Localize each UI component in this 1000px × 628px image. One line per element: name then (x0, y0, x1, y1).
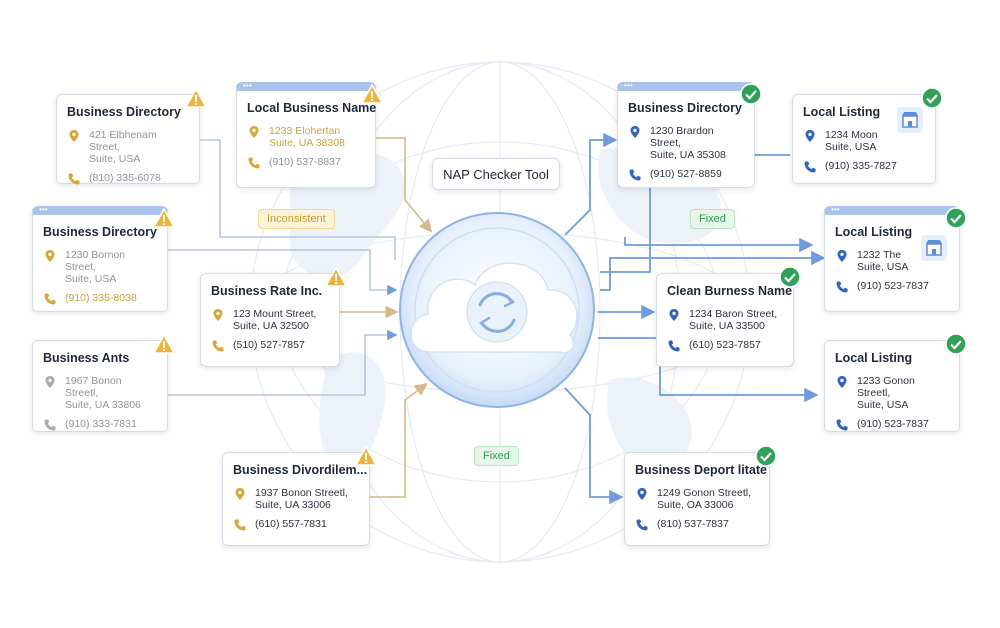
check-icon (945, 333, 967, 355)
inconsistent-listing-card-1[interactable]: Business Directory 421 Elbhenam Street, … (56, 87, 207, 185)
listing-phone: (910) 335-8038 (65, 292, 137, 304)
phone-icon (804, 161, 816, 173)
listing-address: 123 Mount Street, Suite, UA 32500 (233, 308, 317, 332)
check-icon (945, 207, 967, 229)
listing-phone: (910) 523-7837 (857, 418, 929, 430)
listing-phone: (910) 523-7837 (857, 280, 929, 292)
phone-icon (234, 519, 246, 531)
check-icon (921, 87, 943, 109)
listing-address: 1233 Elohertan Suite, UA 38308 (269, 125, 345, 149)
listing-address: 1249 Gonon Streetl, Suite, OA 33006 (657, 487, 751, 511)
pin-icon (213, 309, 223, 321)
phone-icon (44, 293, 56, 305)
warning-icon (153, 333, 175, 354)
check-icon (779, 266, 801, 288)
phone-icon (668, 340, 680, 352)
listing-phone: (610) 557-7831 (255, 518, 327, 530)
listing-phone: (510) 527-7857 (233, 339, 305, 351)
pin-icon (837, 250, 847, 262)
listing-address: 1234 Moon Suite, USA (825, 129, 878, 153)
nap-checker-hub[interactable] (399, 212, 595, 408)
listing-address: 1233 Gonon Streetl, Suite, USA (857, 375, 915, 411)
nap-checker-tool-label: NAP Checker Tool (432, 158, 560, 190)
listing-address: 1232 The Suite, USA (857, 249, 909, 273)
fixed-chip-top: Fixed (690, 209, 735, 229)
listing-title: Clean Burness Name (667, 284, 793, 298)
listing-address: 1967 Bonon Streetl, Suite, UA 33806 (65, 375, 141, 411)
warning-icon (355, 445, 377, 466)
inconsistent-connectors (340, 137, 433, 498)
listing-title: Business Directory (67, 105, 181, 119)
pin-icon (637, 488, 647, 500)
fixed-listing-card-5[interactable]: Local Listing 1233 Gonon Streetl, Suite,… (824, 333, 967, 432)
phone-icon (836, 419, 848, 431)
listing-address: 421 Elbhenam Street, Suite, USA (89, 129, 157, 165)
inconsistent-listing-card-5[interactable]: Business Ants 1967 Bonon Streetl, Suite,… (32, 333, 175, 432)
inconsistent-listing-card-6[interactable]: Business Divordilem... 1937 Bonon Street… (222, 445, 377, 546)
listing-address: 1230 Brardon Street, Suite, UA 35308 (650, 125, 726, 161)
pin-icon (69, 130, 79, 142)
pin-icon (669, 309, 679, 321)
listing-title: Local Listing (803, 105, 881, 119)
listing-address: 1230 Bornon Street, Suite, USA (65, 249, 126, 285)
phone-icon (248, 157, 260, 169)
pin-icon (45, 250, 55, 262)
listing-phone: (910) 537-8837 (269, 156, 341, 168)
listing-address: 1937 Bonon Streetl, Suite, UA 33006 (255, 487, 348, 511)
phone-icon (836, 281, 848, 293)
listing-phone: (910) 335-7827 (825, 160, 897, 172)
store-icon (897, 107, 923, 133)
source-connectors (168, 139, 398, 396)
listing-phone: (610) 523-7857 (689, 339, 761, 351)
inconsistent-listing-card-3[interactable]: Business Directory 1230 Bornon Street, S… (32, 205, 175, 312)
listing-title: Business Rate Inc. (211, 284, 323, 298)
check-icon (755, 445, 777, 467)
fixed-listing-card-4[interactable]: Clean Burness Name 1234 Baron Street, Su… (656, 266, 801, 367)
warning-icon (361, 83, 383, 104)
warning-icon (153, 207, 175, 228)
warning-icon (185, 87, 207, 108)
sync-icon (478, 292, 516, 333)
listing-phone: (910) 527-8859 (650, 168, 722, 180)
listing-title: Business Ants (43, 351, 130, 365)
listing-title: Business Directory (43, 225, 157, 239)
listing-title: Local Business Name (247, 101, 377, 115)
listing-phone: (810) 335-6078 (89, 172, 161, 184)
pin-icon (630, 126, 640, 138)
inconsistent-listing-card-4[interactable]: Business Rate Inc. 123 Mount Street, Sui… (200, 266, 347, 367)
fixed-chip-bottom: Fixed (474, 446, 519, 466)
pin-icon (837, 376, 847, 388)
inconsistent-chip: Inconsistent (258, 209, 335, 229)
warning-icon (325, 266, 347, 287)
store-icon (921, 235, 947, 261)
fixed-listing-card-6[interactable]: Business Deport litate 1249 Gonon Street… (624, 445, 777, 546)
listing-phone: (810) 537-7837 (657, 518, 729, 530)
listing-title: Business Deport litate (635, 463, 767, 477)
listing-title: Local Listing (835, 225, 913, 239)
listing-title: Local Listing (835, 351, 913, 365)
pin-icon (45, 376, 55, 388)
listing-phone: (910) 333-7831 (65, 418, 137, 430)
fixed-listing-card-1[interactable]: Business Directory 1230 Brardon Street, … (617, 81, 762, 188)
listing-address: 1234 Baron Street, Suite, UA 33500 (689, 308, 778, 332)
phone-icon (629, 169, 641, 181)
listing-title: Business Divordilem... (233, 463, 368, 477)
phone-icon (68, 173, 80, 185)
fixed-listing-card-2[interactable]: Local Listing 1234 Moon Suite, USA (910)… (792, 87, 943, 184)
inconsistent-listing-card-2[interactable]: Local Business Name 1233 Elohertan Suite… (236, 81, 383, 188)
listing-title: Business Directory (628, 101, 742, 115)
phone-icon (212, 340, 224, 352)
pin-icon (805, 130, 815, 142)
check-icon (740, 83, 762, 105)
phone-icon (44, 419, 56, 431)
fixed-listing-card-3[interactable]: Local Listing 1232 The Suite, USA (910) … (824, 205, 967, 312)
phone-icon (636, 519, 648, 531)
pin-icon (235, 488, 245, 500)
pin-icon (249, 126, 259, 138)
